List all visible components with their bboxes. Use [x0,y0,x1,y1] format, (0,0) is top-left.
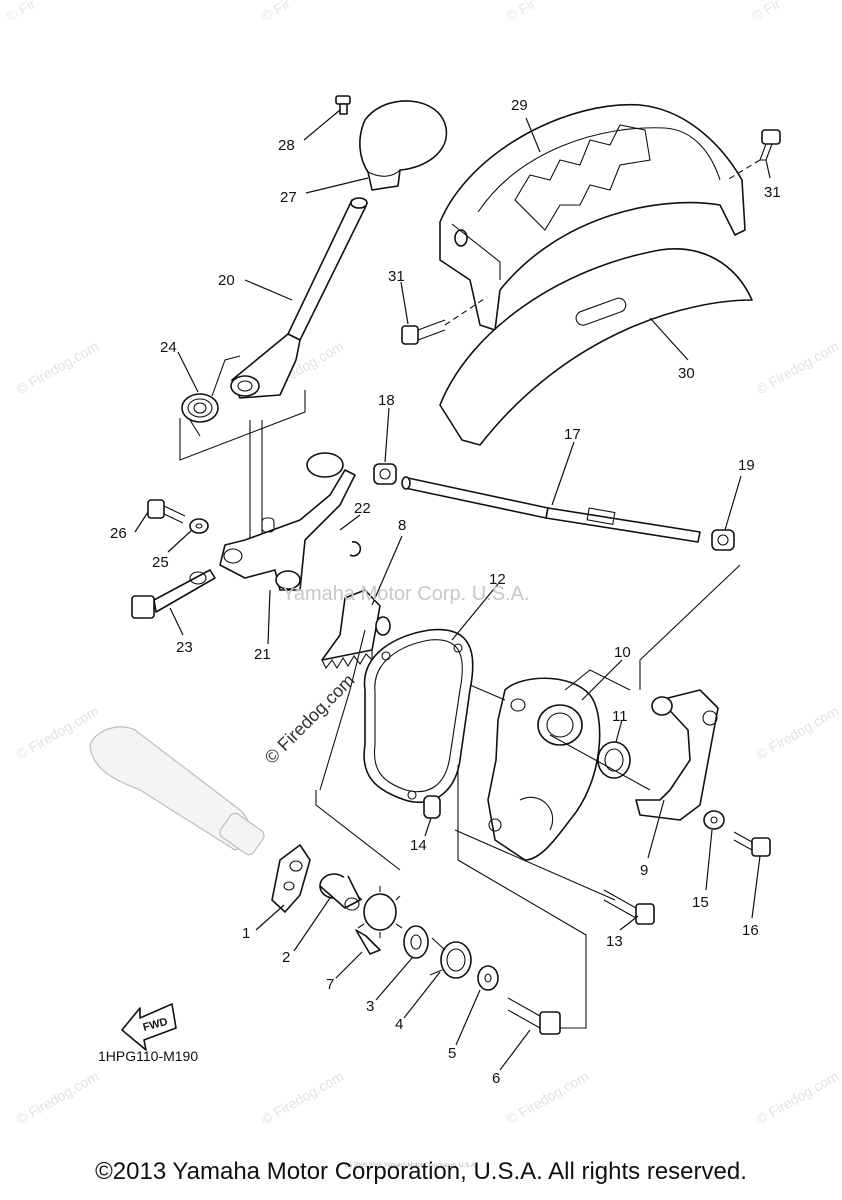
part-7-gear [355,886,403,955]
diagram-code: 1HPG110-M190 [98,1048,199,1064]
part-23-long-bolt [131,569,216,619]
watermark-corner: © Fir [749,0,784,25]
part-3-washer [403,925,429,959]
part-16-bolt [733,831,771,857]
callout-leaders [134,109,771,1071]
part-2-collar [319,873,361,911]
copyright-notice: ©2013 Yamaha Motor Corporation, U.S.A. A… [95,1158,747,1185]
callout-8: 8 [398,517,406,534]
callout-25: 25 [152,554,169,571]
part-31-bolt-right [759,129,781,161]
shift-drum-ghost [89,726,265,856]
tiny-credit: (c) 2005-2015 Yamaha Motor Corporation, … [345,1163,477,1169]
callout-4: 4 [395,1016,403,1033]
callout-11: 11 [612,708,628,725]
callout-31-left: 31 [388,268,405,285]
watermark-firedog: © Firedog.com [754,1068,842,1128]
watermark-corner: © Fir [4,0,39,25]
callout-10: 10 [614,644,631,661]
part-5-washer [477,965,499,991]
part-4-spring [429,937,472,979]
part-9-bracket [635,689,719,821]
part-12-gasket [363,628,474,804]
corner-watermarks: © Fir © Fir © Fir © Fir [4,0,784,25]
callout-22: 22 [354,500,371,517]
assembly-lines [315,564,741,1029]
callout-17: 17 [564,426,581,443]
watermark-firedog: © Firedog.com [14,1068,102,1128]
callout-24: 24 [160,339,177,356]
callout-6: 6 [492,1070,500,1087]
callout-1: 1 [242,925,250,942]
watermark-firedog-dark: © Firedog.com [261,670,359,768]
part-27-knob [359,100,448,191]
watermark-yamaha: Yamaha Motor Corp. U.S.A. [282,583,530,605]
part-8-sector-gear [321,589,391,670]
part-18-nut [373,463,397,485]
callout-19: 19 [738,457,755,474]
part-31-bolt-left [401,319,446,345]
part-24-spring [181,355,241,437]
part-14-dowel [423,795,441,819]
part-20-lever [230,197,368,399]
callout-3: 3 [366,998,374,1015]
part-11-oil-seal [597,741,631,779]
callout-15: 15 [692,894,709,911]
part-13-bolt [603,889,655,925]
part-6-bolt [507,997,561,1035]
callout-20: 20 [218,272,235,289]
watermark-firedog: © Firedog.com [504,1068,592,1128]
callout-2: 2 [282,949,290,966]
callout-12: 12 [489,571,506,588]
part-25-washer [189,518,209,534]
callout-30: 30 [678,365,695,382]
callout-27: 27 [280,189,297,206]
part-22-clip [349,541,362,557]
part-17-rod [401,476,701,543]
callout-26: 26 [110,525,127,542]
watermark-corner: © Fir [259,0,294,25]
callout-9: 9 [640,862,648,879]
callout-5: 5 [448,1045,456,1062]
callout-16: 16 [742,922,759,939]
leader-dash [726,159,761,181]
callout-14: 14 [410,837,427,854]
part-30-lower-cover [439,248,753,446]
watermark-firedog: © Firedog.com [14,703,102,763]
part-26-bolt [147,499,186,524]
part-19-nut [711,529,735,551]
watermark-firedog: © Firedog.com [259,1068,347,1128]
watermark-firedog: © Firedog.com [14,338,102,398]
watermark-corner: © Fir [504,0,539,25]
part-21-link-arm [219,452,356,591]
callout-numbers: 28 27 20 24 29 31 31 30 18 17 19 22 8 26… [110,97,781,1087]
callout-29: 29 [511,97,528,114]
callout-28: 28 [278,137,295,154]
part-28-screw [335,95,351,115]
callout-13: 13 [606,933,623,950]
part-1-plate [271,844,311,913]
callout-18: 18 [378,392,395,409]
part-10-housing [487,677,601,861]
watermark-firedog: © Firedog.com [754,338,842,398]
callout-7: 7 [326,976,334,993]
callout-21: 21 [254,646,271,663]
leader-dash [444,296,488,326]
callout-31-right: 31 [764,184,781,201]
linkage-frame [179,390,306,461]
fwd-arrow: FWD [121,1003,177,1051]
watermark-firedog: © Firedog.com [754,703,842,763]
part-15-washer [703,810,725,830]
callout-23: 23 [176,639,193,656]
